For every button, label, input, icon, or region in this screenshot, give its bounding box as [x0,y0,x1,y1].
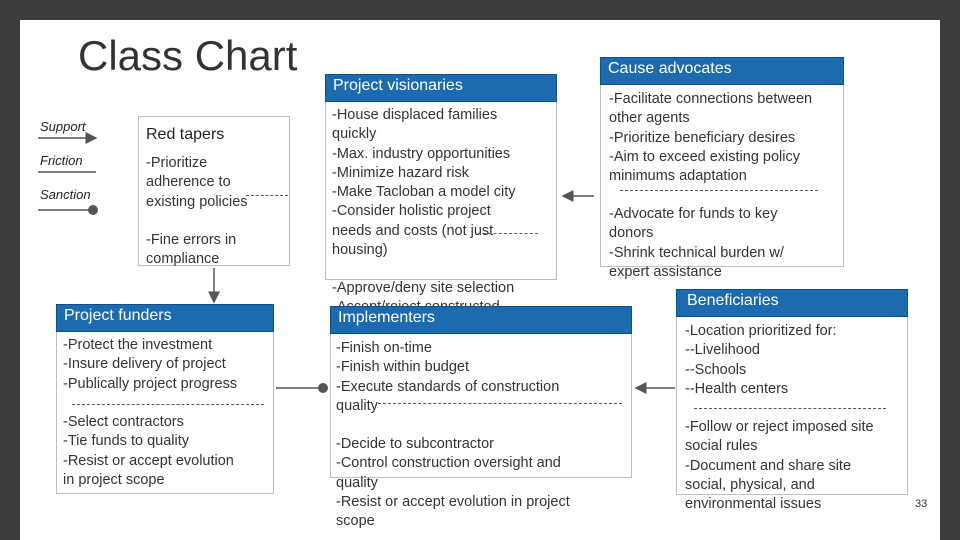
red-tapers-divider [246,195,288,196]
beneficiaries-header: Beneficiaries [676,289,908,317]
implementers-box [330,306,632,478]
connector-sanction-dot [318,383,328,393]
red-tapers-item: -Prioritize adherence to existing polici… [146,155,248,210]
red-tapers-box [138,116,290,266]
legend-sanction-label: Sanction [40,187,91,202]
cause-advocates-header: Cause advocates [600,57,844,85]
implementers-text-top: -Finish on-time -Finish within budget -E… [336,340,560,414]
beneficiaries-text-top: -Location prioritized for: --Livelihood … [685,323,837,397]
legend-support-label: Support [40,119,86,134]
project-funders-box [56,304,274,494]
visionaries-text: -House displaced families quickly -Max. … [332,107,516,259]
visionaries-divider [478,233,538,234]
page-number: 33 [915,498,928,510]
project-funders-text-bottom: -Select contractors -Tie funds to qualit… [63,414,234,488]
red-tapers-item: -Fine errors in compliance [146,232,237,268]
cause-advocates-divider [620,190,818,191]
project-funders-divider [72,404,264,405]
beneficiaries-text-bottom: -Follow or reject imposed site social ru… [685,419,874,513]
implementers-header: Implementers [330,306,632,334]
implementers-text-bottom: -Decide to subcontractor -Control constr… [336,436,570,528]
legend-friction-label: Friction [40,153,83,168]
page-title: Class Chart [78,32,298,79]
cause-advocates-text-top: -Facilitate connections between other ag… [609,91,813,185]
visionaries-header: Project visionaries [325,74,557,102]
red-tapers-header: Red tapers [146,126,225,143]
project-funders-text-top: -Protect the investment -Insure delivery… [63,337,238,392]
project-funders-header: Project funders [56,304,274,332]
visionaries-overflow-text: -Approve/deny site selection -Accept/rej… [332,280,515,307]
beneficiaries-box [676,289,908,495]
beneficiaries-divider [694,408,886,409]
cause-advocates-box [600,57,844,267]
legend-sanction-dot [88,205,98,215]
cause-advocates-text-bottom: -Advocate for funds to key donors -Shrin… [609,206,784,280]
implementers-divider [378,403,622,404]
